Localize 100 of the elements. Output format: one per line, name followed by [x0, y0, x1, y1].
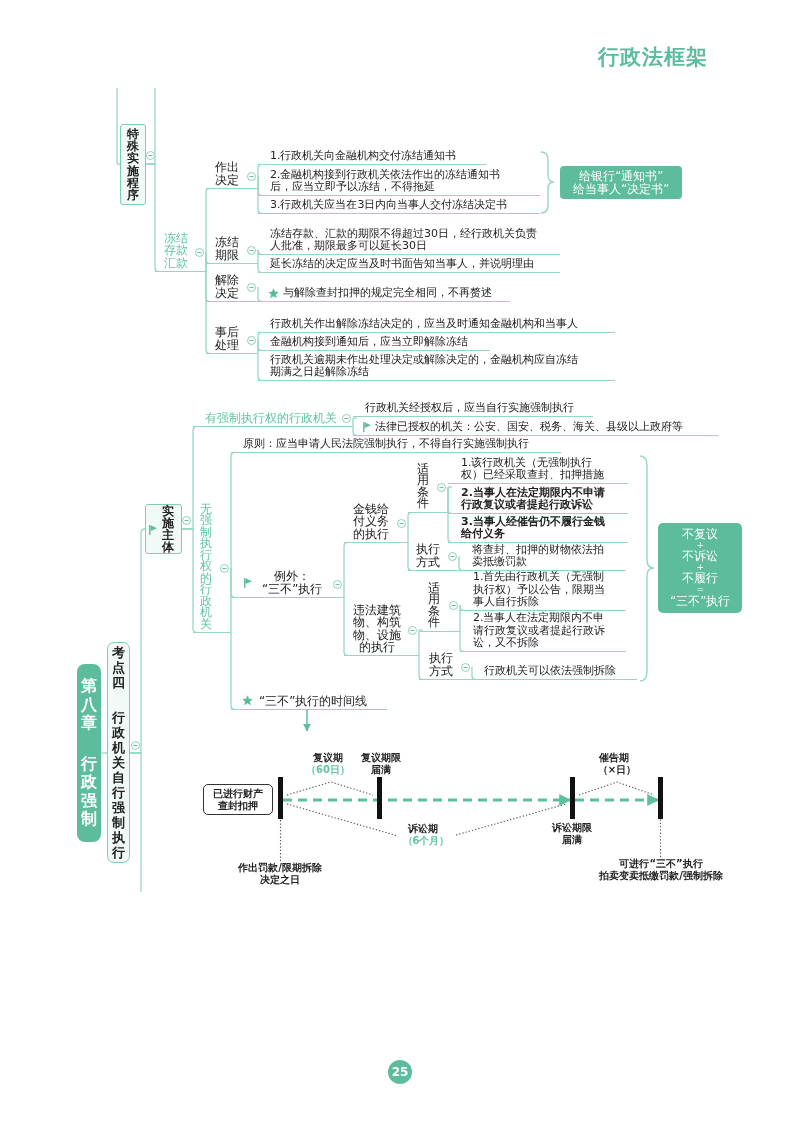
- formula-term: 不复议: [682, 528, 719, 541]
- section-number: 考点四: [111, 645, 126, 690]
- topic-text: 有强制执行权的行政机关: [205, 411, 337, 424]
- mindmap-topic: [408, 542, 459, 571]
- summary-box: [560, 166, 682, 199]
- chapter-title: 行政强制: [81, 754, 98, 829]
- chapter-box: [77, 664, 101, 842]
- topic-text: “三不”执行: [262, 582, 323, 595]
- connector-line: [100, 752, 108, 754]
- caption-line: 可进行“三不”执行: [619, 858, 703, 870]
- mindmap-topic: 将查封、扣押的财物依法拍卖抵缴罚款: [459, 543, 626, 571]
- topic-text: 法律已授权的机关：公安、国安、税务、海关、县级以上政府等: [375, 420, 683, 433]
- timeline-marker: [377, 777, 382, 819]
- connector-line: [257, 331, 263, 341]
- deadline-label: 诉讼期限届满: [551, 822, 593, 846]
- mindmap-topic: [206, 160, 258, 189]
- mindmap-topic: 3.行政机关应当在3日内向当事人交付冻结决定书: [258, 198, 540, 214]
- dashed-arrow: [283, 794, 572, 806]
- section-title: 行政机关自行强制执行: [111, 710, 126, 860]
- period-duration: （×日）: [597, 764, 637, 776]
- connector-line: [471, 666, 477, 681]
- mindmap-topic: [344, 502, 408, 543]
- connector-line: [418, 629, 424, 631]
- connector-line: [257, 163, 263, 177]
- connector-line: [181, 528, 198, 634]
- mindmap-topic: [193, 503, 231, 633]
- arrow: [303, 709, 311, 732]
- connector-line: [352, 417, 358, 437]
- mindmap-topic: 原则：应当申请人民法院强制执行，不得自行实施强制执行: [231, 437, 561, 453]
- topic-box: [107, 642, 130, 863]
- timeline-marker: [278, 777, 283, 819]
- topic-text: 违法建筑物、构筑物、设施的执行: [353, 604, 402, 653]
- formula-operator: +: [696, 563, 704, 572]
- period-label: 催告期: [599, 752, 629, 764]
- page-number: 25: [388, 1060, 412, 1084]
- topic-text: 适用条件: [417, 463, 430, 510]
- mindmap-topic: 行政机关可以依法强制拆除: [472, 664, 637, 680]
- header-title: 行政法框架: [598, 44, 708, 70]
- mindmap-topic: 行政机关作出解除冻结决定的，应当及时通知金融机构和当事人: [258, 316, 615, 333]
- mindmap-topic: 行政机关经授权后，应当自行实施强制执行: [353, 401, 593, 417]
- connector-line: [129, 752, 142, 893]
- mindmap-topic: 冻结存款、汇款的期限不得超过30日，经行政机关负责人批准，期限最多可以延长30日: [258, 226, 560, 255]
- mindmap-topic: 行政机关逾期未作出处理决定或解除决定的，金融机构应自冻结期满之日起解除冻结: [258, 352, 615, 381]
- topic-box: [145, 504, 182, 554]
- connector-line: [257, 339, 263, 382]
- caption-line: 决定之日: [260, 874, 300, 886]
- mindmap-topic: 1.该行政机关（无强制执行权）已经采取查封、扣押措施: [448, 455, 628, 484]
- mindmap-topic: [419, 651, 472, 680]
- period-label: 诉讼期: [408, 823, 438, 835]
- connector-line: [257, 175, 263, 215]
- connector-line: [205, 251, 211, 355]
- mindmap-topic: [419, 582, 460, 632]
- mindmap-topic: 2.当事人在法定期限内不申请行政复议或者提起行政诉讼，又不拆除: [460, 612, 626, 652]
- period-duration: （6个月）: [402, 835, 450, 847]
- chapter-number: 第八章: [81, 677, 98, 733]
- topic-text: 金钱给付义务的执行: [353, 502, 390, 540]
- topic-text: 事后处理: [215, 326, 240, 351]
- connector-line: [257, 286, 263, 303]
- mindmap-topic: [206, 235, 258, 264]
- mindmap-topic: [155, 230, 206, 272]
- period-duration: （60日）: [306, 764, 350, 776]
- connector-line: [343, 583, 349, 657]
- leader-line: [279, 818, 282, 862]
- topic-text: 冻结存款汇款: [164, 231, 189, 269]
- caption-line: 拍卖变卖抵缴罚款/强制拆除: [599, 870, 723, 882]
- status-box: 已进行财产查封扣押: [203, 784, 273, 815]
- connector-line: [257, 249, 263, 274]
- connector-line: [205, 187, 211, 253]
- formula-operator: =: [696, 585, 704, 594]
- mindmap-topic: 延长冻结的决定应当及时书面告知当事人，并说明理由: [258, 257, 560, 273]
- topic-box: 特殊实施程序: [120, 124, 146, 205]
- mindmap-topic: 金融机构接到通知后，应当立即解除冻结: [258, 335, 490, 351]
- topic-text: 作出决定: [215, 161, 240, 186]
- connector-line: [145, 163, 160, 273]
- mindmap-topic: 2.金融机构接到行政机关依法作出的冻结通知书后，应当立即予以冻结，不得拖延: [258, 167, 540, 196]
- summary-box: [658, 523, 742, 613]
- deadline-label: 复议期限届满: [360, 752, 402, 776]
- topic-text: 执行方式: [429, 652, 454, 677]
- mindmap-topic: 3.当事人经催告仍不履行金钱给付义务: [448, 515, 628, 543]
- mindmap-topic: [353, 419, 718, 436]
- formula-term: 不履行: [682, 572, 719, 585]
- connector-line: [407, 522, 413, 572]
- mindmap-topic: [258, 285, 510, 302]
- connector-line: [458, 555, 464, 572]
- timeline-marker: [658, 777, 663, 819]
- topic-text: 冻结期限: [215, 236, 240, 261]
- topic-text: 适用条件: [428, 582, 441, 629]
- leader-line: [659, 818, 662, 858]
- topic-text: 无强制执行权的行政机关: [200, 503, 213, 630]
- topic-text: 实施主体: [161, 505, 175, 553]
- topic-text: 与解除查封扣押的规定完全相同，不再赘述: [283, 286, 492, 299]
- mindmap-topic: [344, 604, 419, 656]
- topic-text: 解除决定: [215, 274, 240, 299]
- timeline-marker: [570, 777, 575, 819]
- connector-line: [116, 87, 121, 166]
- connector-line: [447, 486, 453, 488]
- formula-operator: +: [696, 541, 704, 550]
- connector-line: [230, 567, 236, 711]
- mindmap-topic: 2.当事人在法定期限内不申请行政复议或者提起行政诉讼: [448, 486, 628, 514]
- mindmap-topic: [231, 569, 344, 598]
